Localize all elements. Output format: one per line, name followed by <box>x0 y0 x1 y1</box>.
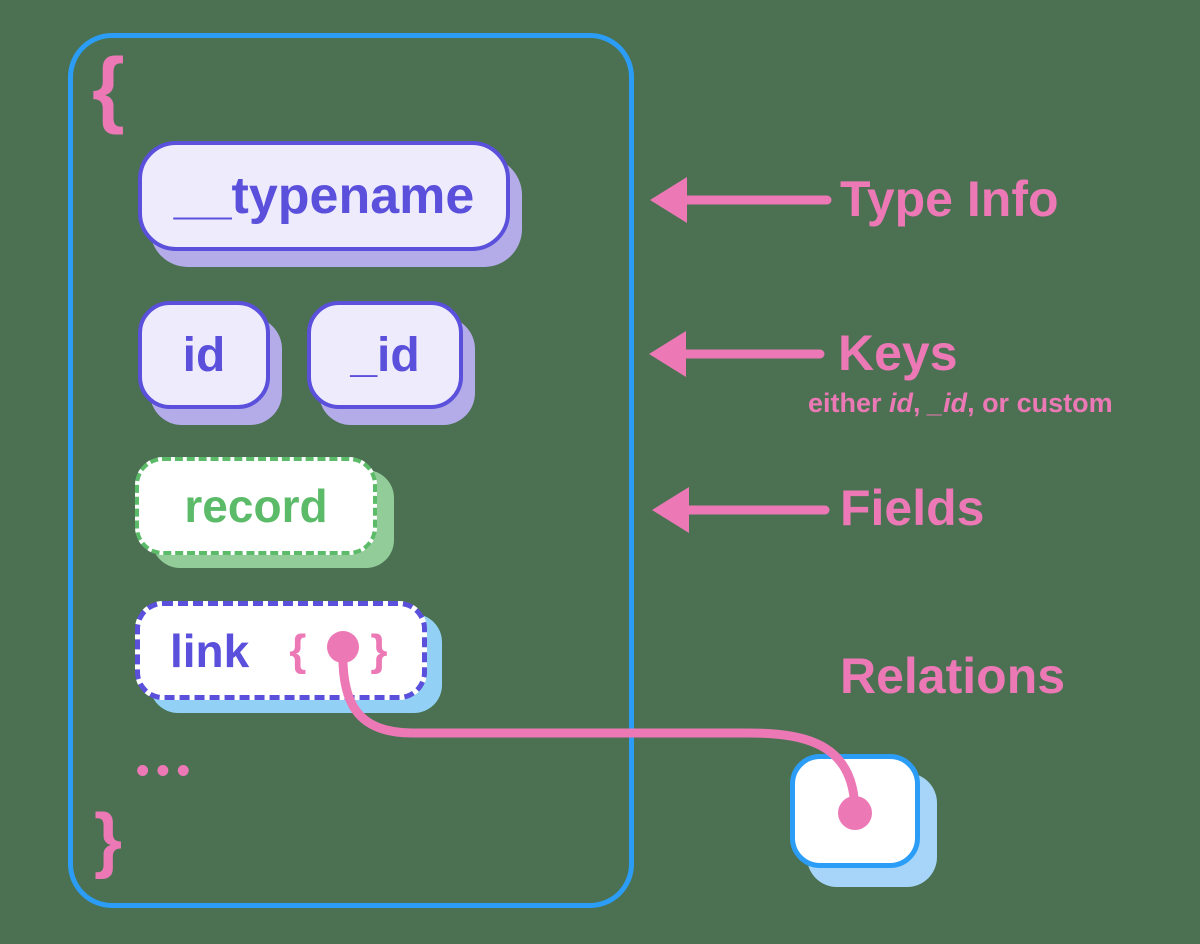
fields-arrowhead-icon <box>652 487 689 533</box>
keys-subtitle: either id, _id, or custom <box>808 388 1113 418</box>
underscore-id-label: _id <box>350 328 420 382</box>
keys-arrowhead-icon <box>649 331 686 377</box>
fields-label: Fields <box>840 480 985 536</box>
keys-label: Keys <box>838 325 958 381</box>
object-open-brace: { <box>92 41 125 135</box>
id-badge: id <box>138 301 270 409</box>
link-close-brace: } <box>370 625 388 675</box>
more-fields-ellipsis: ••• <box>136 750 197 792</box>
underscore-id-badge: _id <box>307 301 463 409</box>
id-label: id <box>182 328 226 382</box>
object-close-brace: } <box>94 800 123 880</box>
type-info-arrow <box>650 177 832 223</box>
link-label: link <box>170 624 250 677</box>
type-info-arrowhead-icon <box>650 177 687 223</box>
keys-arrow <box>649 331 825 377</box>
relation-object-box <box>790 754 920 868</box>
record-field-badge: record <box>135 457 377 555</box>
record-object-container <box>68 33 634 908</box>
link-open-brace: { <box>289 625 307 675</box>
relations-label: Relations <box>840 648 1066 704</box>
typename-badge: __typename <box>138 141 510 251</box>
type-info-label: Type Info <box>840 171 1059 227</box>
record-field-label: record <box>184 480 328 532</box>
fields-arrow <box>652 487 830 533</box>
link-relation-badge: link { } <box>135 601 427 700</box>
typename-label: __typename <box>173 167 475 225</box>
link-anchor-gap <box>306 650 370 651</box>
